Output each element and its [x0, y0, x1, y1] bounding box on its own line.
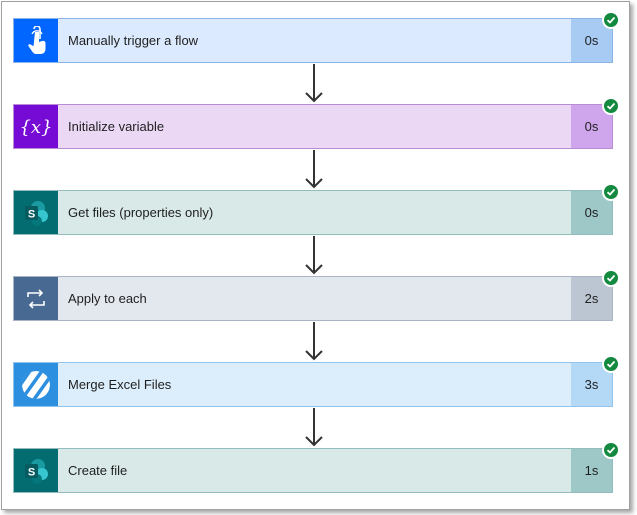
- success-check-icon: [602, 11, 620, 29]
- step-apply-to-each[interactable]: Apply to each 2s: [13, 269, 620, 321]
- down-arrow-icon: [305, 150, 323, 189]
- step-get-files[interactable]: S Get files (properties only) 0s: [13, 183, 620, 235]
- step-label: Manually trigger a flow: [68, 33, 199, 48]
- down-arrow-icon: [305, 236, 323, 275]
- sharepoint-icon: S: [14, 449, 58, 492]
- step-label: Apply to each: [68, 291, 147, 306]
- down-arrow-icon: [305, 322, 323, 361]
- success-check-icon: [602, 97, 620, 115]
- success-check-icon: [602, 183, 620, 201]
- touch-hand-icon: [14, 19, 58, 62]
- step-label: Initialize variable: [68, 119, 165, 134]
- success-check-icon: [602, 441, 620, 459]
- step-initialize-variable[interactable]: {x} Initialize variable 0s: [13, 97, 620, 149]
- step-label: Get files (properties only): [68, 205, 214, 220]
- step-merge-excel-files[interactable]: Merge Excel Files 3s: [13, 355, 620, 407]
- success-check-icon: [602, 355, 620, 373]
- step-label: Merge Excel Files: [68, 377, 172, 392]
- stripes-logo-icon: [14, 363, 58, 406]
- svg-text:S: S: [28, 466, 35, 478]
- step-manually-trigger-a-flow[interactable]: Manually trigger a flow 0s: [13, 11, 620, 63]
- down-arrow-icon: [305, 408, 323, 447]
- success-check-icon: [602, 269, 620, 287]
- down-arrow-icon: [305, 64, 323, 103]
- sharepoint-icon: S: [14, 191, 58, 234]
- step-create-file[interactable]: S Create file 1s: [13, 441, 620, 493]
- step-label: Create file: [68, 463, 128, 478]
- variable-braces-icon: {x}: [14, 105, 58, 148]
- svg-text:{x}: {x}: [19, 117, 52, 138]
- flow-run-canvas: Manually trigger a flow 0s {x} Initializ…: [1, 1, 630, 510]
- loop-icon: [14, 277, 58, 320]
- svg-text:S: S: [28, 208, 35, 220]
